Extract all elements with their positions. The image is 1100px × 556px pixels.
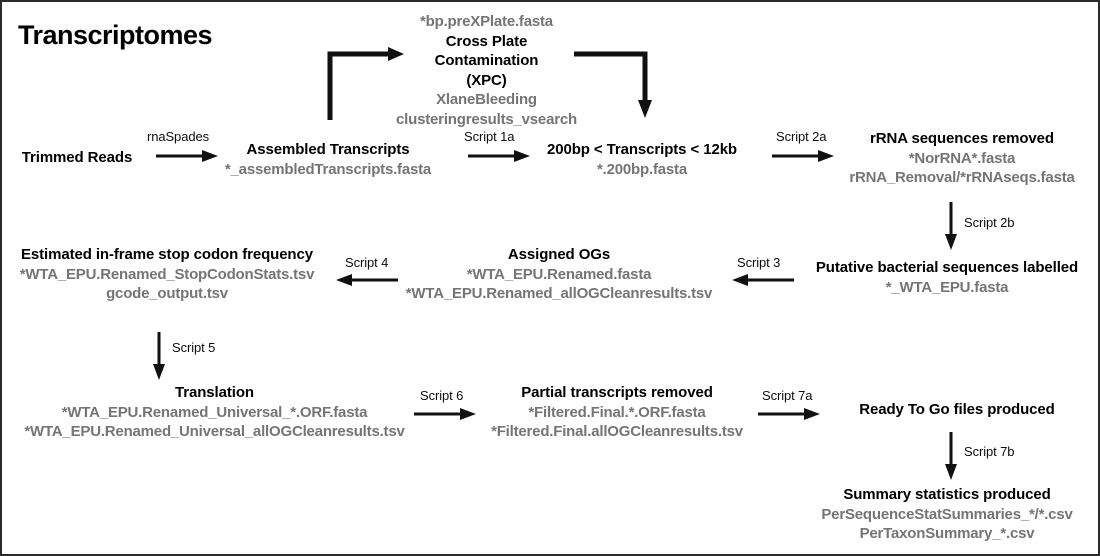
arrow-script-4 (334, 272, 398, 288)
node-stop-codon-frequency: Estimated in-frame stop codon frequency … (2, 245, 332, 304)
arrow-script-6 (414, 406, 478, 422)
arrow-script-7a (758, 406, 822, 422)
node-partial-removed: Partial transcripts removed *Filtered.Fi… (472, 383, 762, 442)
node-bacterial-labelled: Putative bacterial sequences labelled *_… (802, 258, 1092, 297)
edge-label-script-2a: Script 2a (776, 129, 827, 144)
arrow-rnaspades (156, 148, 220, 164)
node-title: Summary statistics produced (843, 486, 1051, 503)
node-cross-plate-contamination: *bp.preXPlate.fasta Cross Plate Contamin… (394, 12, 579, 129)
node-file: XlaneBleeding (436, 91, 537, 108)
arrow-script-1a (468, 148, 532, 164)
node-file: *WTA_EPU.Renamed_Universal_allOGCleanres… (24, 423, 405, 440)
node-file: *_assembledTranscripts.fasta (224, 160, 432, 178)
edge-label-script-7b: Script 7b (964, 444, 1015, 459)
node-file: clusteringresults_vsearch (396, 110, 577, 128)
node-translation: Translation *WTA_EPU.Renamed_Universal_*… (2, 383, 427, 442)
node-file: *Filtered.Final.allOGCleanresults.tsv (491, 423, 743, 440)
page-title: Transcriptomes (18, 20, 213, 50)
node-title-line: Cross Plate (445, 32, 528, 50)
edge-label-script-3: Script 3 (737, 255, 781, 270)
node-title: Estimated in-frame stop codon frequency (21, 246, 313, 263)
node-title: rRNA sequences removed (870, 130, 1054, 147)
node-title-line: (XPC) (466, 71, 507, 89)
edge-label-script-2b: Script 2b (964, 215, 1015, 230)
node-title: Trimmed Reads (21, 149, 133, 166)
node-trimmed-reads: Trimmed Reads (2, 148, 152, 168)
node-file: *.200bp.fasta (597, 160, 687, 178)
edge-label-script-5: Script 5 (172, 340, 216, 355)
arrow-xpc-to-size-filtered (574, 48, 658, 120)
node-title: Ready To Go files produced (859, 401, 1055, 418)
node-title: Assembled Transcripts (246, 141, 410, 158)
edge-label-script-7a: Script 7a (762, 388, 813, 403)
node-title: 200bp < Transcripts < 12kb (547, 141, 737, 158)
node-file: PerTaxonSummary_*.csv (859, 525, 1035, 542)
node-file: *WTA_EPU.Renamed_Universal_*.ORF.fasta (61, 403, 368, 421)
node-size-filtered-transcripts: 200bp < Transcripts < 12kb *.200bp.fasta (522, 140, 762, 179)
node-title: Translation (175, 384, 254, 401)
arrow-script-3 (730, 272, 794, 288)
arrow-script-2a (772, 148, 836, 164)
node-title: Assigned OGs (507, 246, 611, 263)
edge-label-script-1a: Script 1a (464, 129, 515, 144)
node-file: *WTA_EPU.Renamed_allOGCleanresults.tsv (405, 285, 713, 302)
arrow-script-2b (942, 202, 960, 252)
arrow-script-7b (942, 432, 960, 482)
node-summary-statistics: Summary statistics produced PerSequenceS… (802, 485, 1092, 544)
node-rrna-removed: rRNA sequences removed *NorRNA*.fasta rR… (832, 129, 1092, 188)
arrow-script-5 (150, 332, 168, 382)
node-file: *WTA_EPU.Renamed_StopCodonStats.tsv (19, 265, 315, 283)
node-file: gcode_output.tsv (106, 285, 228, 302)
node-assembled-transcripts: Assembled Transcripts *_assembledTranscr… (208, 140, 448, 179)
node-file: PerSequenceStatSummaries_*/*.csv (821, 505, 1073, 523)
node-file: *NorRNA*.fasta (908, 149, 1016, 167)
arrow-assembled-to-xpc (324, 47, 408, 120)
node-title-line: Contamination (434, 52, 539, 69)
edge-label-script-4: Script 4 (345, 255, 389, 270)
edge-label-script-6: Script 6 (420, 388, 464, 403)
node-file: rRNA_Removal/*rRNAseqs.fasta (849, 169, 1075, 186)
node-assigned-ogs: Assigned OGs *WTA_EPU.Renamed.fasta *WTA… (394, 245, 724, 304)
node-title: Partial transcripts removed (521, 384, 713, 401)
node-file: *_WTA_EPU.fasta (885, 278, 1009, 296)
node-file: *Filtered.Final.*.ORF.fasta (528, 403, 706, 421)
node-ready-to-go: Ready To Go files produced (822, 400, 1092, 420)
edge-label-rnaspades: rnaSpades (147, 129, 209, 144)
node-file: *bp.preXPlate.fasta (420, 13, 553, 30)
node-file: *WTA_EPU.Renamed.fasta (466, 265, 652, 283)
node-title: Putative bacterial sequences labelled (815, 259, 1079, 276)
